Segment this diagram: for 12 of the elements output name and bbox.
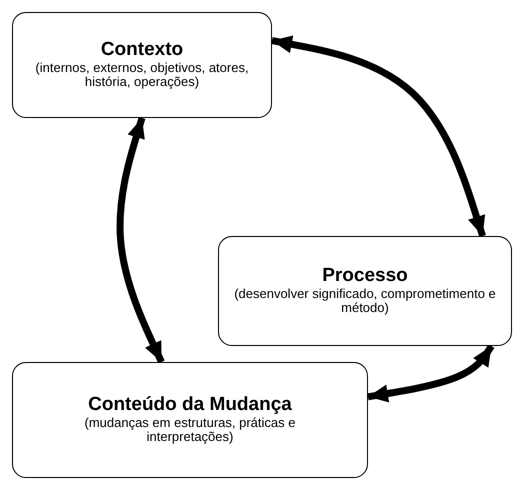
box-title: Processo	[322, 266, 408, 286]
box-title: Conteúdo da Mudança	[88, 394, 292, 416]
box-description: (internos, externos, objetivos, atores, história, operações)	[34, 60, 250, 90]
double-arrow	[367, 344, 494, 402]
double-arrow	[271, 35, 486, 238]
box-title: Contexto	[100, 40, 184, 60]
box-description: (mudanças em estruturas, práticas e interpretações)	[84, 416, 296, 446]
box-description: (desenvolver significado, comprometimento e método)	[233, 286, 497, 316]
rounded-box	[12, 362, 368, 478]
double-arrow	[116, 116, 165, 364]
rounded-box	[218, 236, 512, 346]
rounded-box	[12, 12, 272, 118]
